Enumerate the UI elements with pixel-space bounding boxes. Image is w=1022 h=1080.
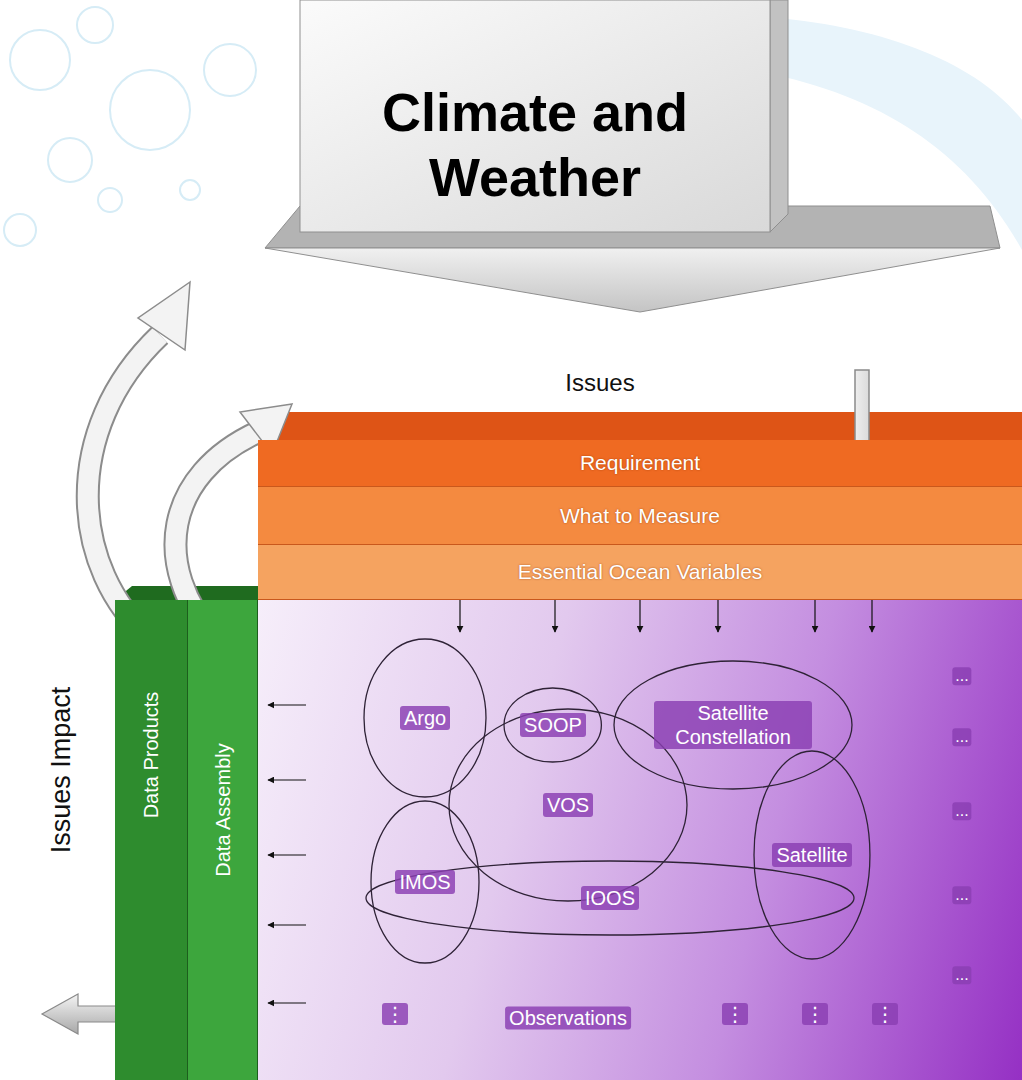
layout-shape (88, 335, 160, 640)
continuation-mark: ... (952, 802, 971, 820)
band-top-face (258, 412, 1022, 440)
band-label: Essential Ocean Variables (518, 560, 763, 584)
network-ellipse: Satellite Constellation (613, 660, 853, 790)
axis-label: Issues Impact (47, 687, 77, 854)
column-label: Data Assembly (211, 743, 234, 876)
flow-arrow (554, 600, 555, 632)
variables-band: Essential Ocean Variables (258, 545, 1022, 600)
network-ellipse: Satellite (753, 750, 871, 960)
network-ellipse: Argo (363, 638, 487, 798)
green-top-face (115, 586, 258, 600)
data-assembly-column: Data Assembly (188, 600, 258, 1080)
flow-arrow (268, 1002, 306, 1003)
continuation-mark: ... (952, 886, 971, 904)
layout-shape (10, 30, 70, 90)
impact-curved-arrow (88, 282, 190, 640)
panel-label: Observations (505, 1007, 631, 1030)
ellipse-outline (364, 639, 486, 797)
flow-arrow (268, 924, 306, 925)
flow-arrow (268, 854, 306, 855)
continuation-mark: ... (952, 728, 971, 746)
network-ellipse: VOS (448, 708, 688, 902)
arrow-head (265, 248, 1000, 312)
continuation-mark: ⋮ (722, 1003, 748, 1025)
layout-shape (88, 335, 160, 640)
flow-arrow (639, 600, 640, 632)
network-label: VOS (543, 793, 593, 817)
flow-arrow (814, 600, 815, 632)
layout-shape (180, 180, 200, 200)
continuation-mark: ⋮ (872, 1003, 898, 1025)
layout-shape (4, 214, 36, 246)
ellipse-outline (504, 688, 601, 762)
flow-arrow (268, 779, 306, 780)
continuation-mark: ⋮ (382, 1003, 408, 1025)
ellipse-outline (371, 801, 479, 963)
flow-arrow (717, 600, 718, 632)
network-label: Satellite Constellation (654, 701, 812, 749)
climate-weather-arrow: Climate and Weather (262, 0, 1002, 315)
layout-shape (204, 44, 256, 96)
ellipse-outline (366, 861, 854, 935)
bubble-decoration (4, 7, 256, 246)
flow-arrow (871, 600, 872, 632)
continuation-mark: ⋮ (802, 1003, 828, 1025)
requirement-band: Requirement (258, 440, 1022, 487)
continuation-mark: ... (952, 966, 971, 984)
ellipse-outline (449, 709, 687, 901)
ellipse-outline (754, 751, 870, 959)
arrow-box-front (300, 0, 770, 232)
flow-arrow (268, 704, 306, 705)
section-heading: Issues (565, 370, 634, 396)
measure-band: What to Measure (258, 487, 1022, 545)
network-ellipse: SOOP (503, 687, 602, 763)
flow-arrow (459, 600, 460, 632)
continuation-mark: ... (952, 667, 971, 685)
ellipse-outline (614, 661, 852, 789)
layout-shape (77, 7, 113, 43)
layout-shape (138, 282, 190, 350)
network-label: Satellite (772, 843, 851, 867)
network-label: IOOS (581, 886, 639, 910)
network-ellipse: IMOS (370, 800, 480, 964)
observations-panel: Observations Argo SOOP Satellite Constellat… (258, 600, 1022, 1080)
column-label: Data Products (140, 692, 163, 819)
layout-shape (110, 70, 190, 150)
network-label: IMOS (395, 870, 454, 894)
layout-shape (98, 188, 122, 212)
band-label: What to Measure (560, 504, 720, 528)
arrow-box-side (770, 0, 788, 232)
network-label: SOOP (520, 713, 586, 737)
layout-shape (48, 138, 92, 182)
band-label: Requirement (580, 451, 700, 475)
network-label: Argo (400, 706, 450, 730)
data-products-column: Data Products (115, 600, 188, 1080)
arrow-title: Climate and Weather (330, 80, 740, 210)
